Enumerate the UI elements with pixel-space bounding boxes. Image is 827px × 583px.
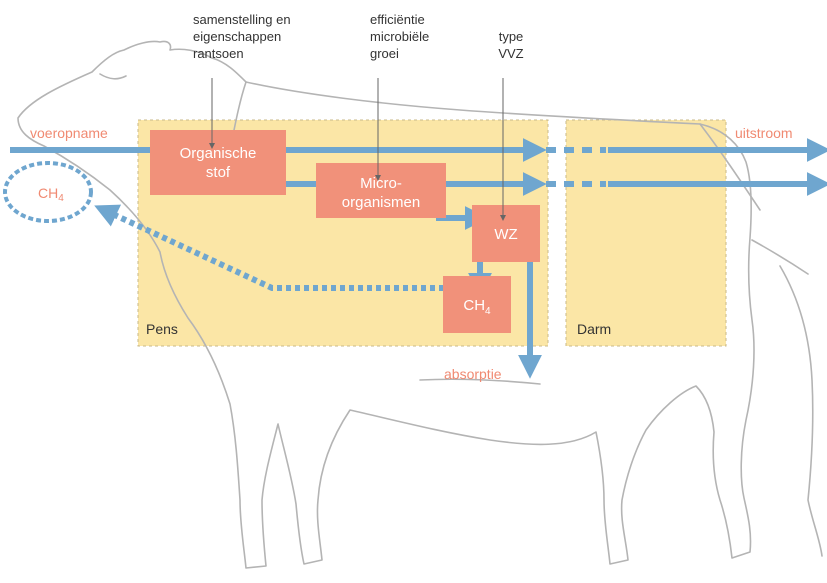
efficiency-text-2: microbiële	[370, 29, 429, 44]
organic-label-1: Organische	[180, 145, 257, 162]
absorption-label: absorptie	[444, 366, 502, 382]
ch4-box-subscript: 4	[485, 306, 491, 317]
feed-props-text-1: samenstelling en	[193, 12, 291, 27]
intestine-zone	[566, 120, 726, 346]
rumen-label: Pens	[146, 321, 178, 337]
vfa-type-text-2: VVZ	[498, 46, 523, 61]
vfa-label: WZ	[494, 226, 517, 243]
micro-label-1: Micro-	[360, 175, 402, 192]
efficiency-text-1: efficiëntie	[370, 12, 425, 27]
feed-props-text-2: eigenschappen	[193, 29, 281, 44]
outflow-label: uitstroom	[735, 125, 793, 141]
micro-label-2: organismen	[342, 194, 420, 211]
intestine-label: Darm	[577, 321, 611, 337]
organic-label-2: stof	[206, 164, 231, 181]
organic-matter-box	[150, 130, 286, 195]
efficiency-text-3: groei	[370, 46, 399, 61]
vfa-type-text-1: type	[499, 29, 524, 44]
emitted-ch4-subscript: 4	[58, 193, 64, 204]
feed-props-text-3: rantsoen	[193, 46, 244, 61]
intake-label: voeropname	[30, 125, 108, 141]
emitted-ch4-label: CH4	[38, 185, 64, 204]
